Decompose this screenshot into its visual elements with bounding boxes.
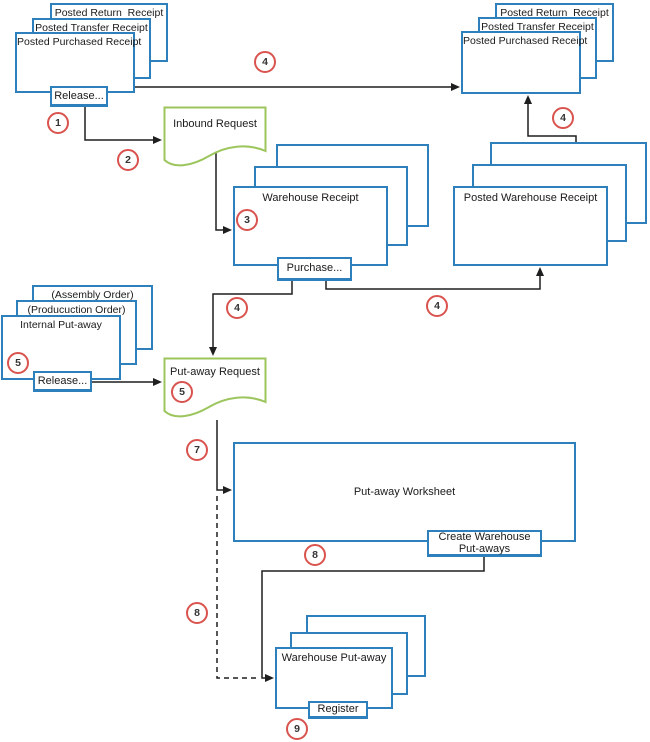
- step-marker-8-solid: 8: [304, 544, 326, 566]
- box-posted-warehouse-receipt: Posted Warehouse Receipt: [453, 186, 608, 266]
- connector-putaway-request-dashed: [216, 496, 256, 679]
- doc-putaway-request: Put-away Request: [163, 357, 267, 422]
- button-label: Release...: [37, 374, 88, 387]
- step-marker-4-upper-right: 4: [552, 107, 574, 129]
- button-label: Register: [317, 703, 359, 716]
- box-label: (Producuction Order): [27, 304, 126, 316]
- step-marker-4-left: 4: [226, 297, 248, 319]
- box-label: Put-away Worksheet: [353, 486, 456, 498]
- release-button-internal: Release...: [33, 371, 92, 392]
- box-label: Posted Warehouse Receipt: [463, 192, 598, 204]
- step-marker-2: 2: [117, 149, 139, 171]
- step-marker-5-doc: 5: [171, 381, 193, 403]
- connector-create-putaways-to-warehouse-putaway: [261, 557, 485, 682]
- step-marker-1: 1: [47, 112, 69, 134]
- connector-purchase-to-posted-warehouse-receipt: [325, 267, 544, 290]
- box-putaway-worksheet: Put-away Worksheet: [233, 442, 576, 542]
- doc-inbound-request: Inbound Request: [163, 106, 267, 171]
- box-label: Warehouse Put-away: [281, 652, 387, 664]
- connector-purchase-to-putaway-request: [209, 281, 293, 356]
- button-label: Purchase...: [286, 262, 343, 275]
- box-label: Posted Transfer Receipt: [481, 21, 594, 33]
- step-marker-8-dashed: 8: [186, 602, 208, 624]
- step-marker-4-top: 4: [254, 51, 276, 73]
- step-marker-3: 3: [236, 209, 258, 231]
- box-warehouse-receipt: Warehouse Receipt: [233, 186, 388, 266]
- connector-posted-warehouse-receipt-to-posted-right: [524, 95, 577, 142]
- box-label: Posted Return Receipt: [500, 7, 609, 19]
- doc-label: Inbound Request: [173, 118, 257, 130]
- document-shape: [163, 357, 267, 418]
- box-label: Posted Purchased Receipt: [463, 35, 588, 47]
- release-button-left: Release...: [50, 86, 108, 107]
- button-label: Release...: [54, 89, 104, 102]
- box-posted-purchased-receipt-left: Posted Purchased Receipt: [15, 32, 142, 93]
- step-marker-4-right: 4: [426, 295, 448, 317]
- box-label: Posted Return Receipt: [54, 7, 164, 19]
- create-warehouse-putaways-button: Create Warehouse Put-aways: [427, 530, 542, 557]
- register-button: Register: [308, 701, 368, 719]
- box-label: Internal Put-away: [20, 319, 102, 331]
- box-posted-purchased-receipt-right: Posted Purchased Receipt: [461, 31, 588, 94]
- document-shape: [163, 106, 267, 167]
- step-marker-7: 7: [186, 439, 208, 461]
- connector-inbound-request-to-warehouse-receipt: [215, 150, 232, 234]
- box-label: Posted Purchased Receipt: [17, 36, 142, 48]
- box-warehouse-putaway: Warehouse Put-away: [275, 647, 393, 709]
- box-label: Posted Transfer Receipt: [35, 22, 148, 34]
- connector-putaway-request-to-worksheet: [216, 420, 232, 494]
- button-label: Create Warehouse Put-aways: [438, 530, 531, 555]
- box-label: Warehouse Receipt: [262, 192, 359, 204]
- box-label: (Assembly Order): [51, 289, 134, 301]
- step-marker-9: 9: [286, 718, 308, 740]
- connector-release-to-inbound-request: [84, 106, 162, 144]
- step-marker-5-box: 5: [7, 352, 29, 374]
- doc-label: Put-away Request: [170, 366, 260, 378]
- purchase-button: Purchase...: [277, 257, 352, 281]
